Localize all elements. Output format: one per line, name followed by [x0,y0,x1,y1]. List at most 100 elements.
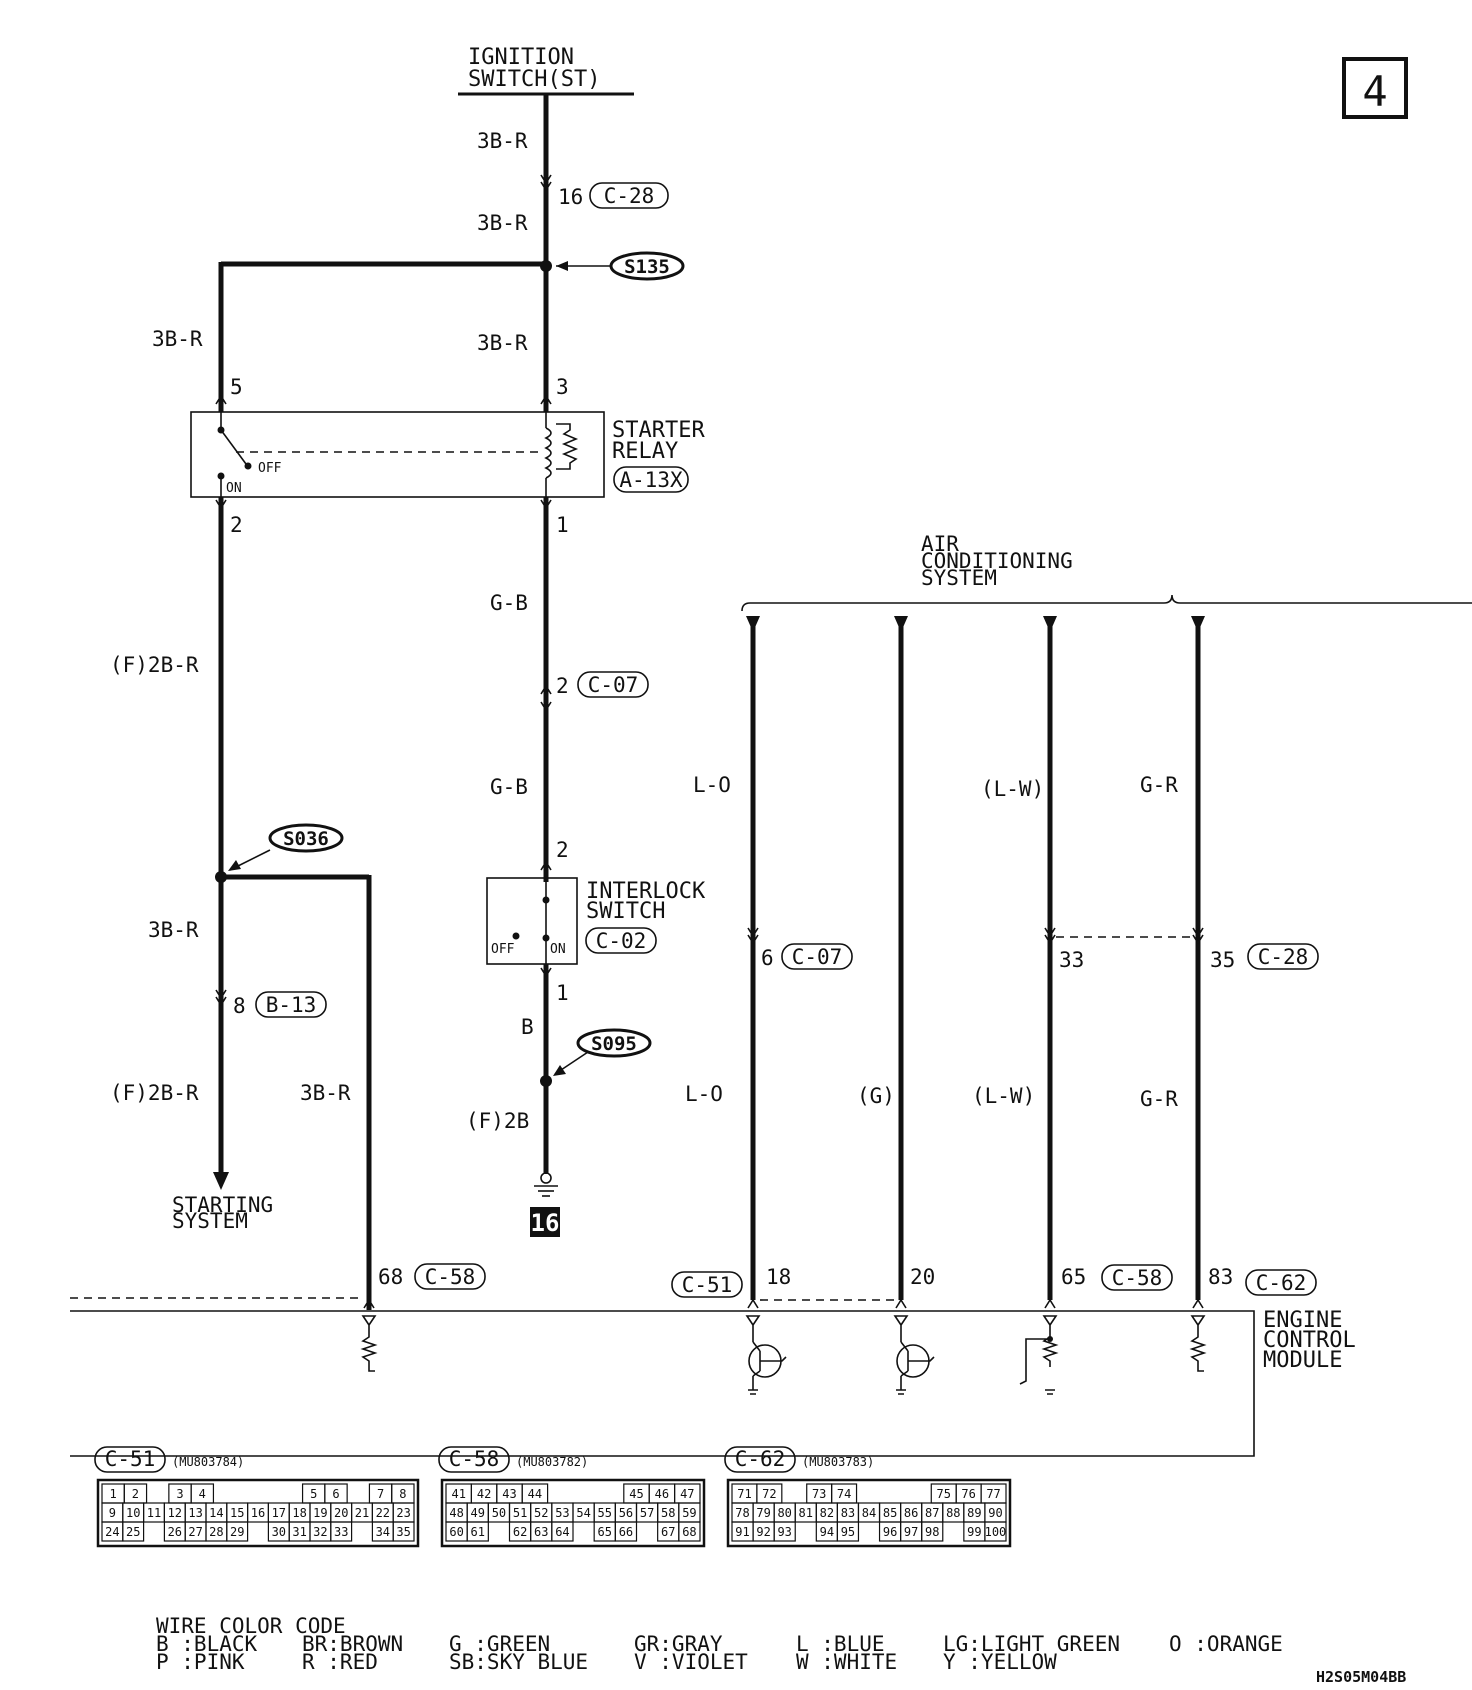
connector-c28-frame [589,182,669,209]
legend-g: G :GREEN [449,1632,550,1656]
pin-1-interlock: 1 [556,981,569,1005]
connector-cavity-number: 61 [471,1525,485,1539]
legend-l: L :BLUE [796,1632,885,1656]
connector-cavity-number: 81 [799,1506,813,1520]
connector-cavity-number: 62 [513,1525,527,1539]
connector-cavity-number: 45 [629,1487,643,1501]
connector-cavity-number: 48 [449,1506,463,1520]
connector-cavity-number: 17 [272,1506,286,1520]
ac-system-label-2: CONDITIONING [921,549,1073,573]
wire-label-g-b-1: G-B [490,591,528,615]
connector-cavity-number: 25 [126,1525,140,1539]
connector-c07-frame [577,671,649,698]
connector-view-title-frame [438,1446,510,1473]
connector-view-outline [440,1478,706,1548]
splice-s135-arrowhead [556,261,568,271]
connector-c58b-frame [1101,1264,1173,1291]
wire-label-f2b-r-1: (F)2B-R [110,653,199,677]
ecm-driver-transistor-20 [893,1315,909,1395]
ecm-input-resistor-83 [1189,1315,1207,1372]
connector-cavity-number: 57 [640,1506,654,1520]
connector-cavity-number: 3 [176,1487,183,1501]
legend-r: R :RED [302,1650,378,1674]
connector-cavity-number: 34 [376,1525,390,1539]
connector-cavity-number: 84 [862,1506,876,1520]
interlock-switch-label-1: INTERLOCK [586,879,706,904]
pin-83: 83 [1208,1265,1233,1289]
connector-cavity-number: 56 [619,1506,633,1520]
connector-cavity-number: 99 [967,1525,981,1539]
connector-cavity-number: 10 [126,1506,140,1520]
connector-view-outline [96,1478,420,1548]
legend-b: B :BLACK [156,1632,258,1656]
ignition-switch-label-2: SWITCH(ST) [468,67,600,92]
connector-cavity-number: 100 [985,1525,1007,1539]
legend-p: P :PINK [156,1650,245,1674]
wire-label-l-o-2: L-O [685,1082,723,1106]
connector-cavity [226,1521,249,1542]
ecm-pin-18-mark [747,1298,759,1309]
connector-c07: C-07 [588,673,639,697]
ac-system-brace [741,594,1472,612]
ecm-driver-transistor-18 [745,1315,761,1395]
pin-2-interlock: 2 [556,838,569,862]
connector-cavity-number: 7 [377,1487,384,1501]
connector-cavity [836,1521,860,1542]
connector-cavity [614,1521,638,1542]
ecm-input-resistor-68 [360,1315,378,1372]
connector-cavity-number: 41 [451,1487,465,1501]
connector-c28b-frame [1247,943,1319,970]
splice-s036-arrowhead [228,860,241,871]
connector-cavity-number: 27 [188,1525,202,1539]
ac-terminal-3 [1043,616,1057,632]
connector-cavity [466,1521,489,1542]
connector-cavity-number: 13 [188,1506,202,1520]
legend-w: W :WHITE [796,1650,897,1674]
connector-cavity-number: 24 [105,1525,119,1539]
relay-coil [544,427,552,479]
ecm-pin-20-mark [895,1298,907,1309]
pin-35: 35 [1210,948,1235,972]
splice-s095-arrowhead [553,1065,566,1076]
connector-cavity-number: 33 [334,1525,348,1539]
connector-cavity [122,1521,145,1542]
pin-33: 33 [1059,948,1084,972]
connector-c51-frame [671,1271,743,1298]
ground-point-badge [530,1207,560,1237]
connector-view-title: C-58 [449,1447,500,1471]
connector-cavity-number: 8 [399,1487,406,1501]
ground-point: 16 [531,1209,560,1237]
connector-cavity-number: 60 [449,1525,463,1539]
ecm-pin-68-mark [363,1298,375,1309]
interlock-switch-box [486,877,578,965]
connector-c07b-frame [781,943,853,970]
wire-label-g-b-2: G-B [490,775,528,799]
page-number-box [1342,57,1408,119]
starter-relay-box [190,411,605,498]
ecm-node-65 [1047,1336,1053,1342]
connector-cavity-number: 75 [937,1487,951,1501]
connector-cavity-number: 23 [396,1506,410,1520]
connector-cavity-number: 73 [812,1487,826,1501]
ac-terminal-2 [894,616,908,632]
relay-contact-off [244,462,252,470]
connector-c07b: C-07 [792,945,843,969]
connector-cavity-number: 85 [883,1506,897,1520]
ecm-box [70,1310,1255,1457]
legend-o: O :ORANGE [1169,1632,1283,1656]
connector-cavity-number: 1 [110,1487,117,1501]
connector-cavity-number: 50 [492,1506,506,1520]
connector-cavity-number: 52 [534,1506,548,1520]
legend-title: WIRE COLOR CODE [156,1614,346,1638]
pin-2: 2 [230,513,243,537]
starting-system-arrowhead [213,1172,229,1190]
pin-6: 6 [761,946,774,970]
connector-view-title: C-51 [105,1447,156,1471]
pin-20: 20 [910,1265,935,1289]
connector-cavity-number: 90 [988,1506,1002,1520]
connector-cavity-number: 82 [820,1506,834,1520]
connector-cavity-number: 5 [310,1487,317,1501]
connector-cavity-number: 42 [477,1487,491,1501]
